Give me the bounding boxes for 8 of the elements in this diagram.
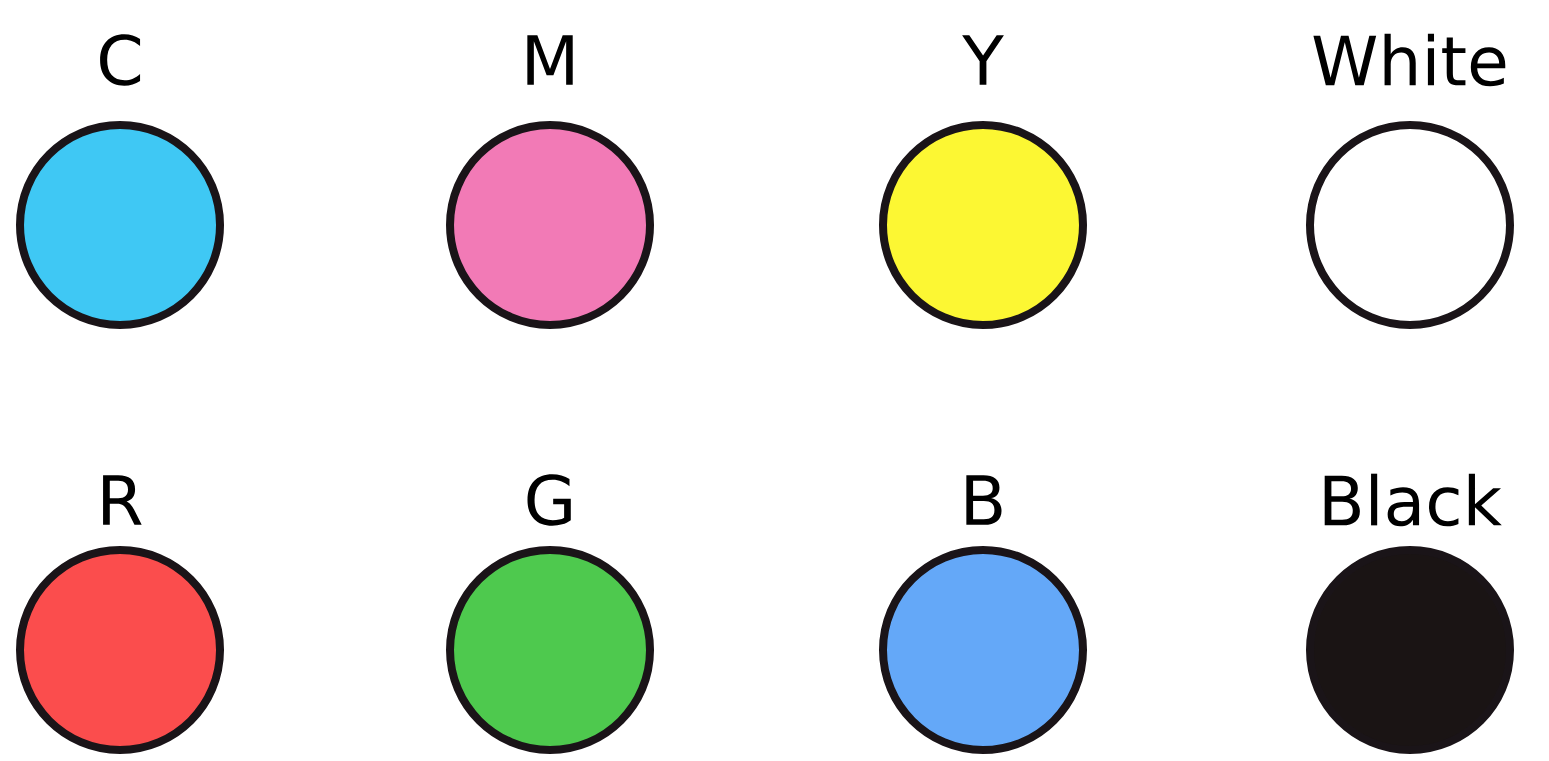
swatch-label: Black bbox=[1324, 473, 1502, 527]
swatch-label: C bbox=[100, 34, 141, 86]
swatch-label: R bbox=[103, 475, 142, 525]
swatch-label: G bbox=[527, 474, 571, 526]
swatch-label: B bbox=[966, 475, 1002, 525]
swatch-label: Y bbox=[962, 35, 1004, 85]
swatch-label: M bbox=[527, 35, 573, 85]
swatch-label: White bbox=[1313, 33, 1506, 87]
